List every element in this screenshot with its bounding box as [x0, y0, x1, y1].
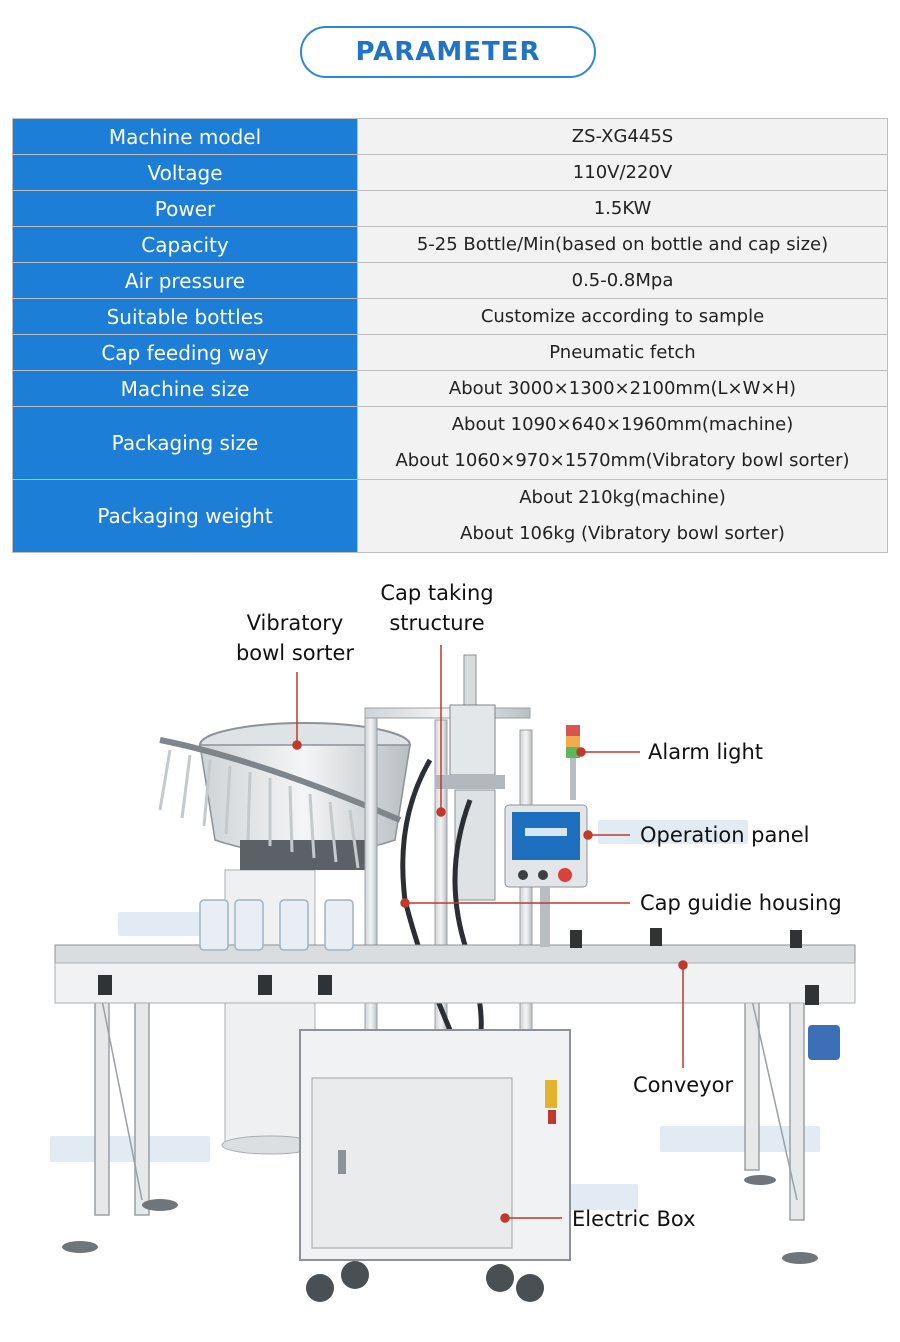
- table-row: Capacity 5-25 Bottle/Min(based on bottle…: [12, 226, 888, 263]
- table-row: Cap feeding way Pneumatic fetch: [12, 334, 888, 371]
- callout-line: Cap taking: [380, 581, 494, 605]
- param-label: Machine model: [12, 118, 358, 155]
- callout-conveyor: Conveyor: [633, 1073, 734, 1097]
- callout-cap-taking-structure: Cap taking structure: [364, 578, 510, 638]
- callout-vibratory-bowl-sorter: Vibratory bowl sorter: [222, 608, 368, 668]
- callout-line: structure: [389, 611, 485, 635]
- conveyor-bed: [54, 944, 856, 1004]
- table-row: Power 1.5KW: [12, 190, 888, 227]
- table-row: Machine size About 3000×1300×2100mm(L×W×…: [12, 370, 888, 407]
- parameter-table: Machine model ZS-XG445S Voltage 110V/220…: [12, 118, 888, 553]
- param-value: About 1090×640×1960mm(machine) About 106…: [357, 406, 888, 480]
- param-value: 1.5KW: [357, 190, 888, 227]
- param-value: Customize according to sample: [357, 298, 888, 335]
- operation-panel: [504, 804, 588, 947]
- param-label: Power: [12, 190, 358, 227]
- callout-pointers: [292, 645, 688, 1223]
- param-value: 5-25 Bottle/Min(based on bottle and cap …: [357, 226, 888, 263]
- guide-clamps: [98, 928, 819, 1005]
- param-value-line: About 1060×970×1570mm(Vibratory bowl sor…: [395, 450, 850, 471]
- param-value: Pneumatic fetch: [357, 334, 888, 371]
- machine-illustration: [50, 645, 856, 1302]
- alarm-light-tower: [566, 725, 580, 800]
- hanging-caps: [158, 749, 360, 869]
- param-label: Suitable bottles: [12, 298, 358, 335]
- param-value: About 3000×1300×2100mm(L×W×H): [357, 370, 888, 407]
- table-row: Air pressure 0.5-0.8Mpa: [12, 262, 888, 299]
- param-label: Air pressure: [12, 262, 358, 299]
- cap-taking-cylinder: [435, 654, 505, 901]
- table-row: Packaging weight About 210kg(machine) Ab…: [12, 479, 888, 553]
- parameter-title: PARAMETER: [300, 26, 596, 78]
- param-label: Packaging size: [12, 406, 358, 480]
- table-row: Voltage 110V/220V: [12, 154, 888, 191]
- callout-cap-guide-housing: Cap guidie housing: [640, 891, 842, 915]
- callout-alarm-light: Alarm light: [648, 740, 764, 764]
- param-value-line: About 210kg(machine): [519, 487, 726, 508]
- leveling-feet: [62, 1175, 818, 1264]
- vibratory-bowl: [199, 722, 411, 870]
- table-row: Suitable bottles Customize according to …: [12, 298, 888, 335]
- param-value: 0.5-0.8Mpa: [357, 262, 888, 299]
- param-label: Machine size: [12, 370, 358, 407]
- electric-box: [299, 1029, 571, 1302]
- conveyor-motor: [808, 1025, 840, 1060]
- callout-line: bowl sorter: [235, 641, 355, 665]
- param-value-line: About 1090×640×1960mm(machine): [451, 414, 794, 435]
- param-value: ZS-XG445S: [357, 118, 888, 155]
- param-label: Cap feeding way: [12, 334, 358, 371]
- param-label: Capacity: [12, 226, 358, 263]
- param-label: Packaging weight: [12, 479, 358, 553]
- param-value: About 210kg(machine) About 106kg (Vibrat…: [357, 479, 888, 553]
- param-value: 110V/220V: [357, 154, 888, 191]
- table-row: Machine model ZS-XG445S: [12, 118, 888, 155]
- callout-electric-box: Electric Box: [572, 1207, 696, 1231]
- table-row: Packaging size About 1090×640×1960mm(mac…: [12, 406, 888, 480]
- callout-operation-panel: Operation panel: [640, 823, 810, 847]
- callout-line: Vibratory: [246, 611, 344, 635]
- param-value-line: About 106kg (Vibratory bowl sorter): [460, 523, 785, 544]
- bottles: [199, 899, 354, 951]
- param-label: Voltage: [12, 154, 358, 191]
